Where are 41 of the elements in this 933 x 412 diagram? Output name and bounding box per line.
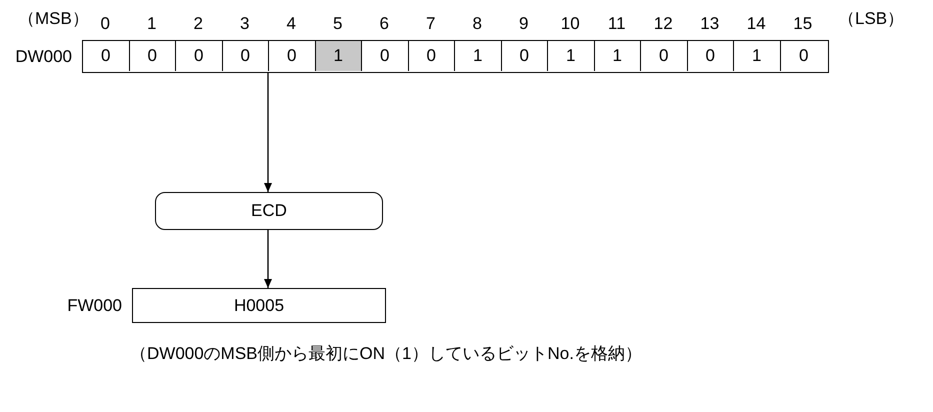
- caption: （DW000のMSB側から最初にON（1）しているビットNo.を格納）: [130, 344, 642, 364]
- register-row: [82, 40, 829, 73]
- bit-number: 2: [192, 14, 204, 34]
- bit-number: 14: [746, 14, 767, 34]
- bit-number: 12: [652, 14, 674, 34]
- bit-cell: 1: [548, 41, 594, 72]
- bit-number: 8: [472, 14, 483, 34]
- bit-cell: 0: [641, 41, 688, 72]
- bit-cell: 0: [83, 41, 130, 72]
- arrow: [264, 230, 272, 288]
- bit-number: 9: [518, 14, 530, 34]
- bit-number: 4: [286, 14, 297, 34]
- bit-number: 10: [560, 14, 581, 34]
- bit-cell: 0: [780, 41, 827, 72]
- bit-cell: 1: [455, 41, 502, 72]
- bit-cell: 1: [734, 41, 780, 72]
- bit-cell: 0: [362, 41, 408, 72]
- register-name: DW000: [15, 46, 72, 66]
- bit-cell: 1: [316, 41, 362, 72]
- bit-cell: 0: [130, 41, 176, 72]
- register-name: FW000: [67, 296, 122, 316]
- result-box: H0005: [132, 288, 386, 323]
- bit-number: 11: [606, 14, 627, 34]
- bit-number: 3: [239, 14, 250, 34]
- bit-number: 13: [699, 14, 720, 34]
- bit-cell: 0: [688, 41, 734, 72]
- bit-number: 7: [425, 14, 436, 34]
- process-box: ECD: [155, 192, 383, 230]
- bit-cell: 0: [176, 41, 222, 72]
- bit-cell: 0: [502, 41, 548, 72]
- msb-label: （MSB）: [18, 9, 89, 29]
- bit-cell: 0: [222, 41, 269, 72]
- bit-number: 0: [100, 14, 111, 34]
- bit-number: 1: [146, 14, 158, 34]
- bit-cell: 0: [408, 41, 455, 72]
- lsb-label: （LSB）: [838, 9, 904, 29]
- bit-cell: 1: [594, 41, 641, 72]
- bit-number: 6: [378, 14, 390, 34]
- bit-number: 5: [332, 14, 344, 34]
- bit-number: 15: [792, 14, 814, 34]
- arrow: [264, 73, 272, 192]
